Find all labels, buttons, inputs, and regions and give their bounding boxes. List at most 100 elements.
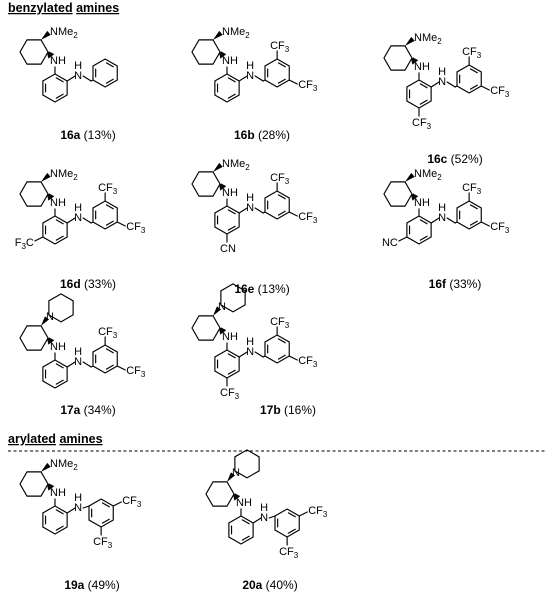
nh-n-label: N <box>260 512 268 524</box>
cf3-label-part: 3 <box>505 226 510 235</box>
aromatic-double-bond <box>55 525 64 531</box>
nh-label-part: NH <box>222 331 238 343</box>
cf3-label-part: 3 <box>477 51 482 60</box>
nh-h-label-part: H <box>74 346 82 358</box>
compound-caption: 16a (13%) <box>60 128 115 142</box>
nh-label: NH <box>222 187 238 199</box>
cf3-label-part: 3 <box>235 392 240 401</box>
hash-stroke <box>47 52 52 56</box>
aromatic-double-bond <box>227 225 236 231</box>
n-aryl-bond <box>66 217 76 224</box>
hash-stroke <box>47 339 53 344</box>
cf3-label-part: CF <box>126 365 141 377</box>
benzene-ring <box>92 344 118 374</box>
nh-n-label-part: N <box>246 70 254 82</box>
compound-caption: 16e (13%) <box>234 282 289 296</box>
hash-bond <box>47 337 54 345</box>
hash-stroke <box>412 59 418 65</box>
compound-id: 17b <box>260 403 281 417</box>
cf3-bond <box>288 211 298 217</box>
cf3-bond <box>112 501 122 507</box>
compound-caption: 20a (40%) <box>242 578 297 592</box>
compound-id: 16f <box>429 277 447 291</box>
hash-stroke <box>219 52 224 56</box>
nme2-label-part: 2 <box>437 173 442 182</box>
piperidine-n-label: N <box>232 467 240 479</box>
benzyl-ch2-bond <box>254 351 264 358</box>
hash-stroke <box>47 484 53 489</box>
n-aryl-bond <box>66 507 76 514</box>
n-aryl-bond <box>430 217 440 224</box>
cf3-label-part: CF <box>122 495 137 507</box>
aromatic-double-bond <box>55 235 64 241</box>
compound-caption: 17a (34%) <box>60 403 115 417</box>
hash-bond <box>219 183 226 191</box>
cf3-bond <box>298 511 308 517</box>
benzene-ring <box>264 190 290 220</box>
cf3-bond <box>116 221 126 227</box>
section-word: amines <box>76 1 119 15</box>
cf3-label: CF3 <box>98 182 118 196</box>
aromatic-double-bond <box>55 509 64 515</box>
hash-stroke <box>233 494 239 499</box>
cf3-label-part: CF <box>308 505 323 517</box>
f3c-label-part: 3 <box>21 242 26 251</box>
compound-id: 16e <box>234 282 254 296</box>
cn-label: CN <box>220 243 236 255</box>
cyclohexane-ring <box>205 481 235 507</box>
benzyl-ch2-bond <box>82 217 92 224</box>
cf3-label: CF3 <box>126 221 146 235</box>
hash-stroke <box>411 193 415 197</box>
nc-label: NC <box>382 237 398 249</box>
nh-label: NH <box>50 197 66 209</box>
hash-stroke <box>411 58 416 62</box>
benzene-ring <box>456 200 482 230</box>
aromatic-double-bond <box>469 220 478 226</box>
cf3-label: CF3 <box>298 211 318 225</box>
benzene-ring <box>214 73 240 103</box>
benzene-ring <box>456 64 482 94</box>
piperidine-ring <box>234 449 260 479</box>
hash-stroke <box>220 329 226 335</box>
n-aryl-bond <box>252 517 262 524</box>
compound-caption: 16d (33%) <box>60 277 116 291</box>
wedge-bond <box>41 172 51 182</box>
aromatic-double-bond <box>287 528 296 534</box>
nh-label: NH <box>414 197 430 209</box>
benzyl-ch2-bond <box>254 75 264 82</box>
nc-label-part: NC <box>382 237 398 249</box>
cf3-bond <box>480 221 490 227</box>
cf3-label-part: CF <box>490 221 505 233</box>
piperidine-n-label: N <box>218 301 226 313</box>
wedge-bond <box>41 316 50 326</box>
hash-stroke <box>411 58 417 63</box>
compound-yield: (40%) <box>262 578 297 592</box>
cf3-label: CF3 <box>308 505 328 519</box>
hash-stroke <box>47 53 53 58</box>
hash-stroke <box>219 52 225 57</box>
aromatic-double-bond <box>469 204 478 210</box>
benzene-ring <box>264 58 290 88</box>
nh-label-part: NH <box>50 197 66 209</box>
nh-h-label: H <box>260 502 268 514</box>
section-word: benzylated <box>8 1 73 15</box>
benzyl-bond <box>262 355 266 358</box>
nh-n-label-part: N <box>74 502 82 514</box>
f3c-label-part: C <box>26 237 34 249</box>
compound-caption: 19a (49%) <box>64 578 119 592</box>
nh-h-label: H <box>74 60 82 72</box>
cf3-label-part: CF <box>270 172 285 184</box>
cyclohexane-ring <box>383 181 413 207</box>
aromatic-double-bond <box>227 209 236 215</box>
compound-yield: (16%) <box>281 403 316 417</box>
cf3-label-part: CF <box>298 79 313 91</box>
nh-n-label-part: N <box>438 76 446 88</box>
nme2-label-part: NMe <box>50 26 73 38</box>
nh-label: NH <box>236 497 252 509</box>
cyclohexane-ring <box>19 471 49 497</box>
nme2-label-part: 2 <box>73 173 78 182</box>
